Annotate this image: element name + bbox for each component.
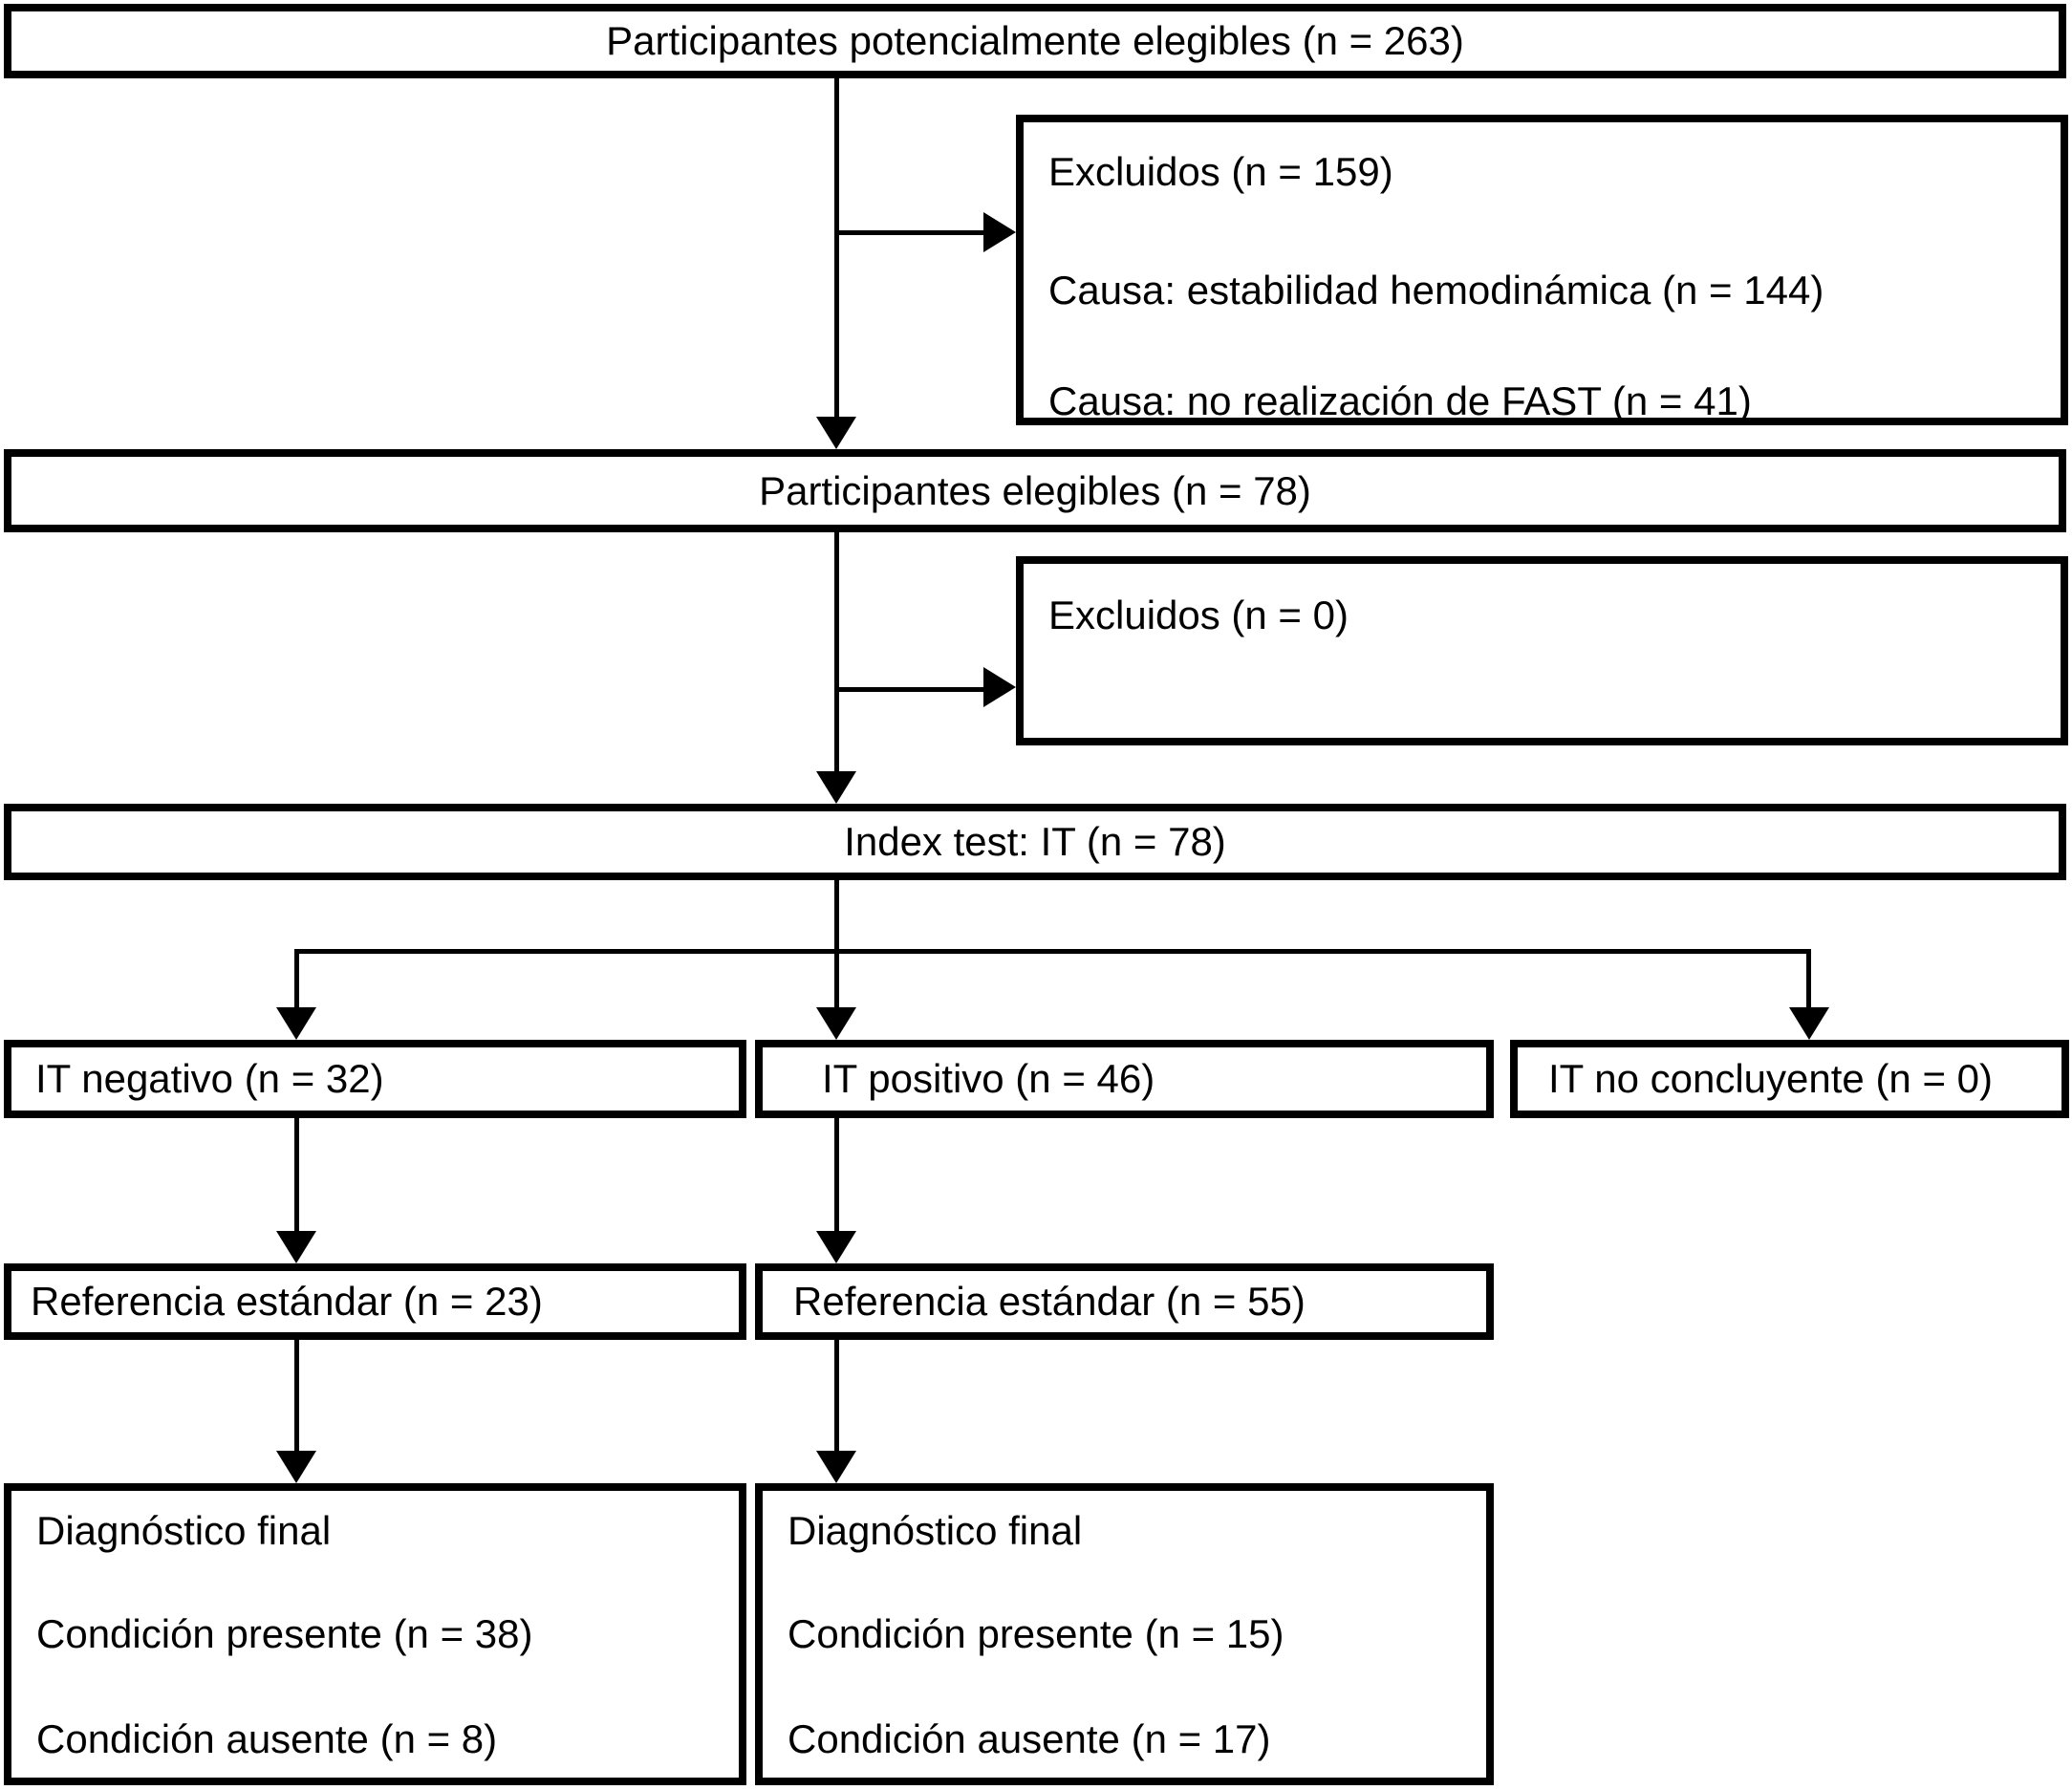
arrow-line-positive-to-diagnosis <box>834 1338 839 1453</box>
flow-box-potentially-eligible: Participantes potencialmente elegibles (… <box>4 4 2066 78</box>
arrow-head-to-it-negative <box>276 1007 316 1040</box>
arrow-line-negative-to-reference <box>294 1116 299 1233</box>
arrow-line-eligible-to-index <box>834 530 839 773</box>
flow-box-reference-standard-positive: Referencia estándar (n = 55) <box>755 1263 1494 1340</box>
flow-box-it-inconclusive-label: IT no concluyente (n = 0) <box>1548 1056 1993 1101</box>
final-diagnosis-negative-absent: Condición ausente (n = 8) <box>36 1716 498 1761</box>
arrow-head-to-index <box>816 771 856 804</box>
flow-box-reference-standard-negative-label: Referencia estándar (n = 23) <box>31 1279 543 1324</box>
arrow-head-negative-to-reference <box>276 1231 316 1263</box>
flow-box-final-diagnosis-positive: Diagnóstico final Condición presente (n … <box>755 1483 1494 1785</box>
final-diagnosis-positive-present: Condición presente (n = 15) <box>788 1611 1284 1656</box>
flow-box-excluded-2: Excluidos (n = 0) <box>1016 556 2068 745</box>
final-diagnosis-negative-present: Condición presente (n = 38) <box>36 1611 533 1656</box>
arrow-head-to-eligible <box>816 417 856 449</box>
arrow-head-positive-to-diagnosis <box>816 1451 856 1483</box>
arrow-line-negative-to-diagnosis <box>294 1338 299 1453</box>
flow-box-it-negative-label: IT negativo (n = 32) <box>35 1056 384 1101</box>
final-diagnosis-negative-title: Diagnóstico final <box>36 1508 332 1553</box>
arrow-head-to-excluded-1 <box>983 212 1016 252</box>
flow-box-excluded-1: Excluidos (n = 159) Causa: estabilidad h… <box>1016 115 2068 425</box>
arrow-head-to-excluded-2 <box>983 667 1016 707</box>
excluded-1-reason-2: Causa: no realización de FAST (n = 41) <box>1048 378 1752 423</box>
excluded-1-total: Excluidos (n = 159) <box>1048 149 1393 194</box>
arrow-line-positive-to-reference <box>834 1116 839 1233</box>
flow-box-index-test-label: Index test: IT (n = 78) <box>844 819 1226 864</box>
arrow-line-top-to-eligible <box>834 78 839 419</box>
flow-box-index-test: Index test: IT (n = 78) <box>4 804 2066 880</box>
arrow-head-positive-to-reference <box>816 1231 856 1263</box>
arrow-line-to-excluded-2 <box>836 687 985 692</box>
flow-box-eligible: Participantes elegibles (n = 78) <box>4 449 2066 532</box>
arrow-line-to-it-inconclusive <box>1806 949 1811 1009</box>
flow-box-potentially-eligible-label: Participantes potencialmente elegibles (… <box>606 18 1464 63</box>
flow-box-it-negative: IT negativo (n = 32) <box>4 1040 746 1118</box>
arrow-head-to-it-positive <box>816 1007 856 1040</box>
flow-box-it-positive-label: IT positivo (n = 46) <box>822 1056 1155 1101</box>
arrow-line-index-stem <box>834 878 839 1009</box>
flow-box-it-inconclusive: IT no concluyente (n = 0) <box>1510 1040 2069 1118</box>
flow-box-reference-standard-positive-label: Referencia estándar (n = 55) <box>793 1279 1306 1324</box>
flow-box-it-positive: IT positivo (n = 46) <box>755 1040 1494 1118</box>
branch-line-horizontal <box>294 949 1811 954</box>
arrow-head-negative-to-diagnosis <box>276 1451 316 1483</box>
flow-box-reference-standard-negative: Referencia estándar (n = 23) <box>4 1263 746 1340</box>
final-diagnosis-positive-absent: Condición ausente (n = 17) <box>788 1716 1271 1761</box>
arrow-head-to-it-inconclusive <box>1789 1007 1829 1040</box>
excluded-1-reason-1: Causa: estabilidad hemodinámica (n = 144… <box>1048 268 1824 313</box>
flow-box-final-diagnosis-negative: Diagnóstico final Condición presente (n … <box>4 1483 746 1785</box>
final-diagnosis-positive-title: Diagnóstico final <box>788 1508 1083 1553</box>
excluded-2-total: Excluidos (n = 0) <box>1048 593 1349 637</box>
arrow-line-to-it-negative <box>294 949 299 1009</box>
arrow-line-to-excluded-1 <box>836 230 985 235</box>
flow-box-eligible-label: Participantes elegibles (n = 78) <box>759 467 1311 513</box>
